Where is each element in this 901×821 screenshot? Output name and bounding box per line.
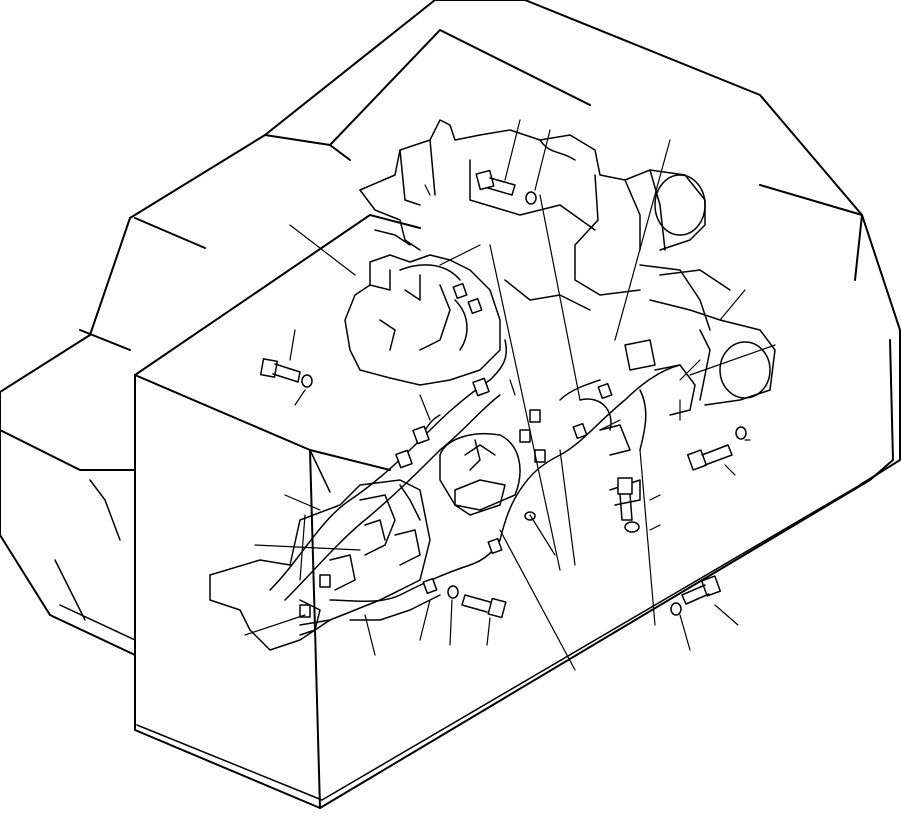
leader-lines bbox=[244, 119, 776, 671]
bolt-right bbox=[686, 444, 733, 471]
bolt-top bbox=[475, 169, 516, 196]
right-bracket-assembly bbox=[579, 339, 696, 506]
engine-assembly bbox=[359, 119, 776, 406]
bolt-left bbox=[259, 358, 301, 383]
enclosure-box bbox=[134, 214, 894, 809]
pump-assembly bbox=[344, 229, 501, 386]
relay-block bbox=[439, 433, 521, 516]
bolt-lower-right bbox=[681, 575, 722, 605]
electrical-panel bbox=[209, 479, 431, 651]
harness-clips bbox=[299, 282, 613, 618]
machine-frame bbox=[0, 0, 901, 656]
bolt-center bbox=[617, 477, 633, 521]
bolt-lower-center bbox=[461, 594, 507, 619]
